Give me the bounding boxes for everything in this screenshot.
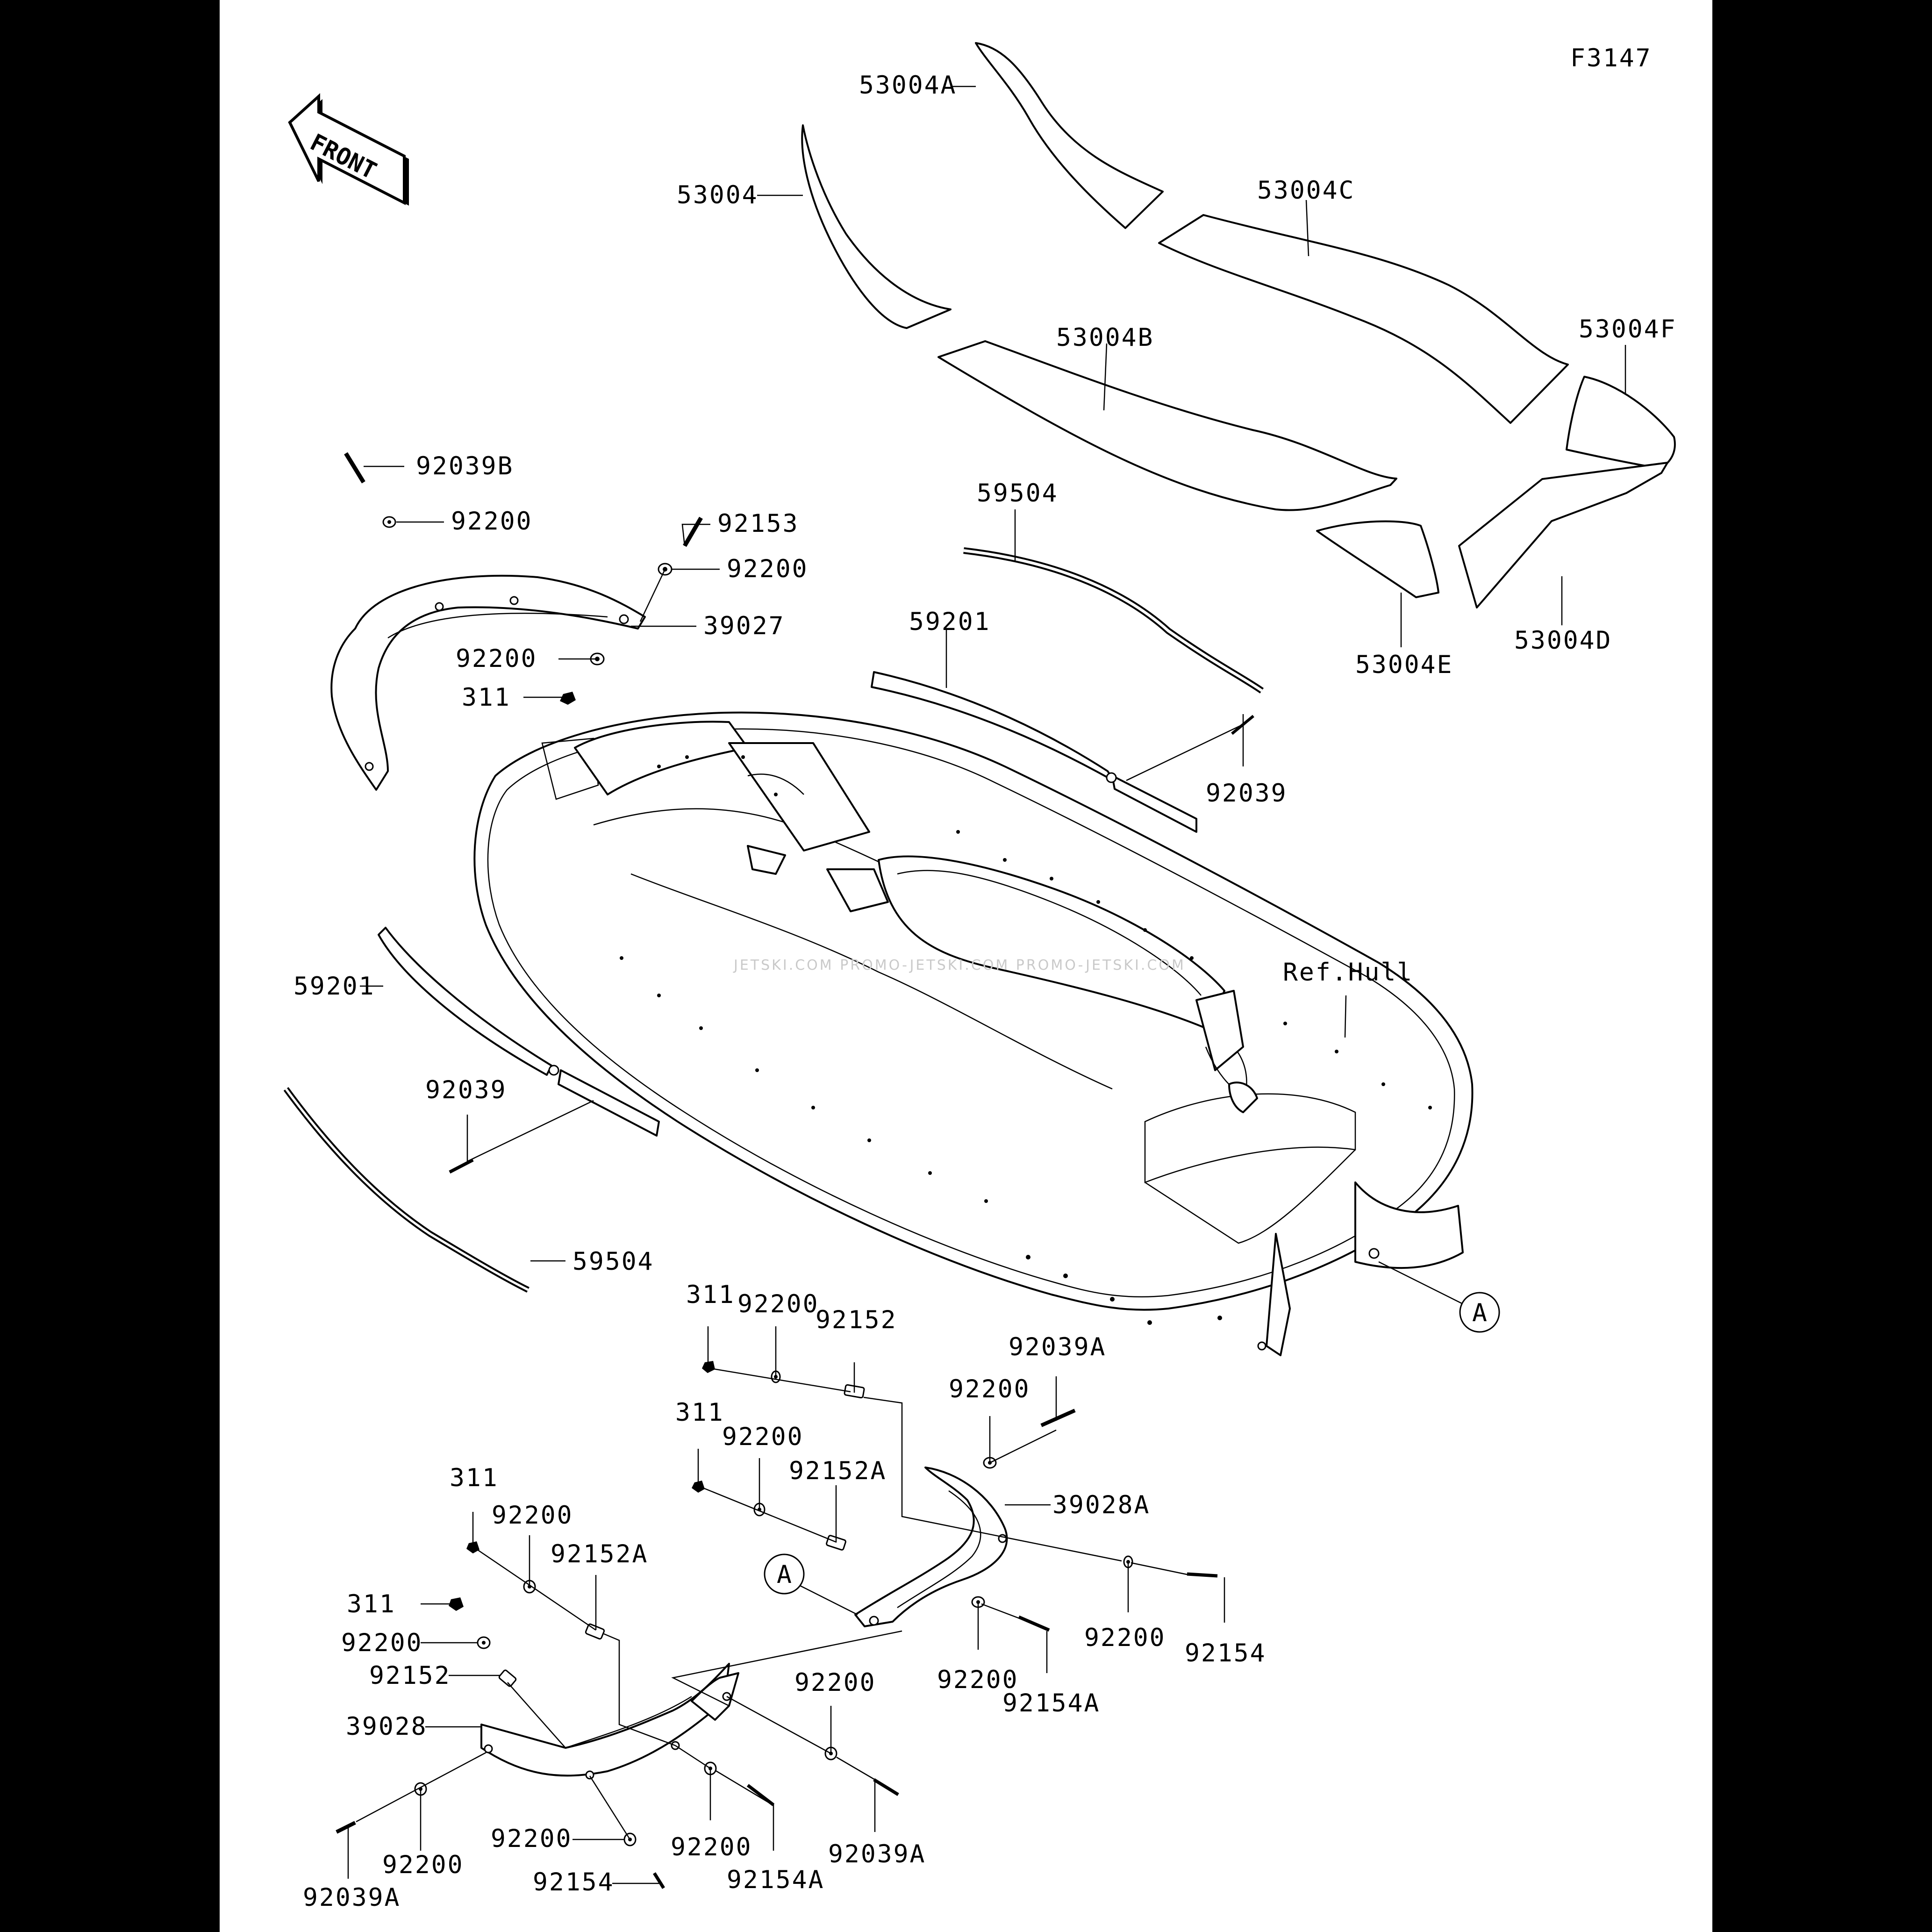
label-311-c: 311 bbox=[675, 1398, 724, 1427]
callout-A-right: A bbox=[1459, 1292, 1500, 1333]
mat-53004 bbox=[801, 124, 952, 329]
label-92152-b: 92152 bbox=[369, 1661, 451, 1690]
label-39028: 39028 bbox=[346, 1712, 428, 1741]
label-311-b: 311 bbox=[686, 1281, 735, 1309]
watermark: JETSKI.COM PROMO-JETSKI.COM PROMO-JETSKI… bbox=[733, 957, 1186, 973]
hull-body bbox=[473, 711, 1474, 1356]
label-92154-b: 92154 bbox=[533, 1868, 615, 1896]
label-311-d: 311 bbox=[450, 1464, 499, 1492]
label-59504-left: 59504 bbox=[572, 1247, 654, 1276]
label-39027: 39027 bbox=[703, 612, 785, 640]
mat-53004E bbox=[1316, 520, 1439, 598]
grab-handle-39027 bbox=[330, 574, 646, 791]
label-311-e: 311 bbox=[347, 1590, 396, 1618]
label-53004A: 53004A bbox=[859, 71, 957, 100]
label-92200-i: 92200 bbox=[1084, 1624, 1166, 1652]
label-92200-f: 92200 bbox=[722, 1423, 804, 1451]
mat-53004C bbox=[1158, 214, 1569, 424]
label-92200-m: 92200 bbox=[491, 1825, 572, 1853]
rail-59504-left bbox=[283, 1087, 530, 1293]
label-92039-left: 92039 bbox=[425, 1076, 507, 1104]
callout-A-left-text: A bbox=[777, 1560, 793, 1589]
label-92154-a: 92154 bbox=[1185, 1639, 1267, 1667]
label-92200-j: 92200 bbox=[937, 1666, 1019, 1694]
label-ref-hull: Ref.Hull bbox=[1283, 958, 1413, 987]
label-92200-l: 92200 bbox=[382, 1851, 464, 1879]
label-92039B: 92039B bbox=[416, 452, 514, 480]
figure-code: F3147 bbox=[1570, 44, 1652, 72]
label-92152-a: 92152 bbox=[816, 1306, 897, 1334]
rail-59201-top bbox=[871, 671, 1197, 833]
callout-A-left: A bbox=[764, 1553, 805, 1595]
label-59201-top: 59201 bbox=[909, 608, 991, 636]
label-59201-left: 59201 bbox=[293, 972, 375, 1001]
callout-A-right-text: A bbox=[1472, 1299, 1488, 1327]
mat-53004F bbox=[1566, 376, 1676, 469]
label-92152A-a: 92152A bbox=[789, 1457, 887, 1485]
label-92200-h: 92200 bbox=[341, 1629, 423, 1657]
label-92200-n: 92200 bbox=[671, 1833, 752, 1861]
front-arrow-icon: FRONT bbox=[288, 93, 409, 206]
label-92153: 92153 bbox=[717, 509, 799, 538]
label-53004: 53004 bbox=[677, 181, 758, 209]
label-53004E: 53004E bbox=[1355, 651, 1453, 679]
label-53004D: 53004D bbox=[1514, 626, 1612, 655]
label-92039A-a: 92039A bbox=[1009, 1333, 1106, 1361]
rail-59504-top bbox=[963, 547, 1264, 694]
label-59504-top: 59504 bbox=[977, 479, 1059, 508]
label-92200-k: 92200 bbox=[794, 1668, 876, 1697]
label-92039A-c: 92039A bbox=[828, 1840, 926, 1868]
rear-handle-39028A bbox=[854, 1467, 1008, 1627]
label-92200-a: 92200 bbox=[451, 507, 533, 536]
label-53004F: 53004F bbox=[1579, 315, 1676, 343]
label-53004B: 53004B bbox=[1056, 323, 1154, 352]
label-53004C: 53004C bbox=[1257, 176, 1355, 205]
label-92200-b: 92200 bbox=[727, 555, 809, 583]
label-311-a: 311 bbox=[462, 683, 511, 712]
label-92154A-a: 92154A bbox=[1002, 1689, 1100, 1717]
part-labels: 53004A 53004 53004C 53004B 53004F 53004E… bbox=[293, 71, 1676, 1912]
label-92200-e: 92200 bbox=[949, 1375, 1030, 1403]
label-92152A-b: 92152A bbox=[551, 1540, 648, 1568]
label-92200-c: 92200 bbox=[456, 644, 537, 673]
label-92200-d: 92200 bbox=[737, 1290, 819, 1318]
rail-59201-left bbox=[378, 927, 660, 1137]
mat-53004B bbox=[937, 340, 1397, 511]
label-92039-top: 92039 bbox=[1206, 779, 1288, 808]
label-92200-g: 92200 bbox=[492, 1501, 573, 1530]
rear-handle-39028 bbox=[480, 1663, 739, 1780]
mat-53004A bbox=[975, 42, 1164, 229]
leader-lines bbox=[347, 86, 1626, 1884]
label-92154A-b: 92154A bbox=[727, 1866, 824, 1894]
mat-53004D bbox=[1458, 462, 1668, 608]
label-39028A: 39028A bbox=[1052, 1491, 1150, 1519]
label-92039A-b: 92039A bbox=[303, 1883, 401, 1912]
